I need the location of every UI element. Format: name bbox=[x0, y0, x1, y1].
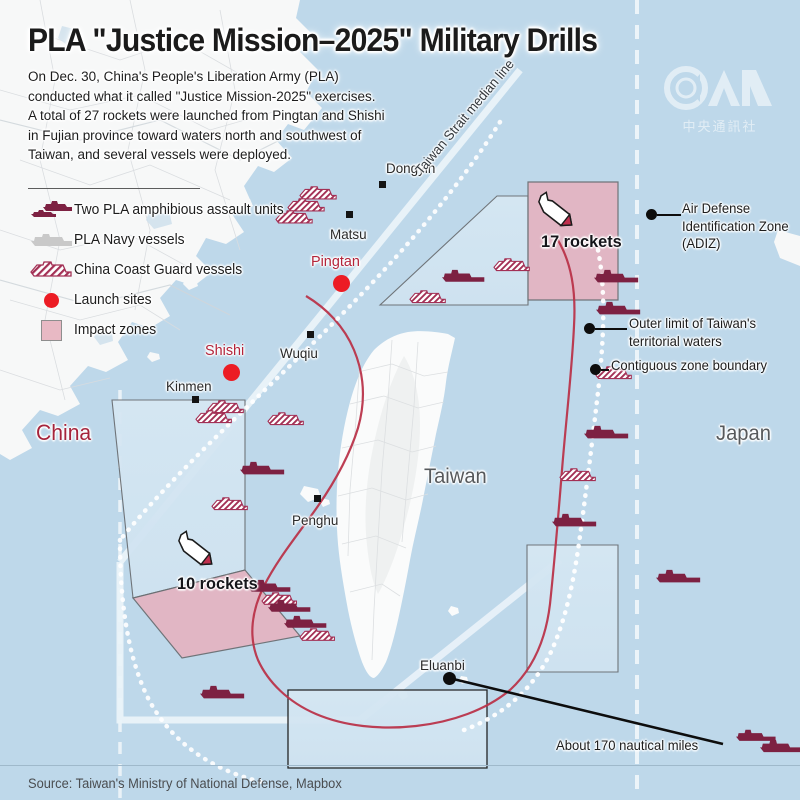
impact-zone-label-southwest: 10 rockets bbox=[177, 574, 258, 593]
place-marker-wuqiu bbox=[307, 331, 314, 338]
china-coastline bbox=[0, 0, 322, 460]
map-label-wuqiu: Wuqiu bbox=[280, 345, 318, 361]
legend-item-amphibious: Two PLA amphibious assault units bbox=[28, 196, 358, 224]
legend-label: Two PLA amphibious assault units bbox=[74, 202, 284, 218]
impact-zone-shapes bbox=[131, 181, 619, 659]
territorial-waters-line bbox=[251, 236, 576, 729]
legend: Two PLA amphibious assault units PLA Nav… bbox=[28, 196, 358, 346]
map-label-china: China bbox=[36, 420, 92, 445]
footer-divider bbox=[0, 765, 800, 766]
drill-zones bbox=[111, 195, 619, 769]
cna-logo-mark bbox=[664, 66, 772, 110]
map-label-kinmen: Kinmen bbox=[166, 378, 212, 394]
drill-zone-south bbox=[287, 689, 488, 769]
impact-zone-southwest bbox=[131, 569, 302, 659]
legend-label: Impact zones bbox=[74, 322, 157, 338]
cna-logo: 中央通訊社 bbox=[664, 66, 776, 135]
map-label-penghu: Penghu bbox=[292, 512, 339, 528]
territorial-waters-annotation-line: territorial waters bbox=[629, 333, 722, 349]
legend-item-launch-sites: Launch sites bbox=[28, 286, 358, 314]
legend-item-impact-zones: Impact zones bbox=[28, 316, 358, 344]
adiz-annotation-line: Air Defense bbox=[682, 201, 751, 216]
contiguous-zone-annotation: Contiguous zone boundary bbox=[611, 357, 767, 375]
map-label-dongyin: Dongyin bbox=[386, 160, 436, 176]
taiwan-central-range bbox=[365, 356, 420, 594]
legend-item-coast-guard: China Coast Guard vessels bbox=[28, 256, 358, 284]
distance-annotation-line: About 170 nautical miles bbox=[556, 738, 699, 753]
adiz-annotation: Air Defense Identification Zone (ADIZ) bbox=[682, 200, 789, 253]
coast-guard-vessel-icon bbox=[28, 261, 74, 279]
map-label-japan: Japan bbox=[716, 422, 771, 445]
legend-label: PLA Navy vessels bbox=[74, 232, 185, 248]
contiguous-zone-annotation-dot bbox=[590, 364, 601, 375]
navy-vessel-icon bbox=[28, 231, 74, 249]
place-marker-kinmen bbox=[192, 396, 199, 403]
distance-leader-line bbox=[448, 676, 724, 746]
launch-site-marker-pingtan bbox=[333, 275, 350, 292]
contiguous-zone-line bbox=[461, 247, 606, 733]
place-marker-matsu bbox=[346, 211, 353, 218]
territorial-waters-annotation-line: Outer limit of Taiwan's bbox=[629, 316, 757, 331]
japan-landmass bbox=[774, 230, 800, 266]
annotation-leader-lines bbox=[448, 214, 724, 746]
red-dot-icon bbox=[28, 292, 74, 308]
legend-label: China Coast Guard vessels bbox=[74, 262, 243, 278]
launch-site-marker-shishi bbox=[223, 364, 240, 381]
adiz-annotation-dot bbox=[646, 209, 657, 220]
contiguous-zone-line-northwest bbox=[117, 119, 503, 543]
adiz-annotation-line: Identification Zone bbox=[682, 218, 789, 234]
map-label-eluanbi: Eluanbi bbox=[420, 657, 465, 673]
map-label-pingtan: Pingtan bbox=[311, 253, 360, 270]
cna-logo-subtitle: 中央通訊社 bbox=[682, 120, 758, 135]
legend-divider bbox=[28, 188, 200, 189]
map-label-shishi: Shishi bbox=[205, 342, 245, 359]
rocket-icon bbox=[178, 530, 213, 566]
territorial-waters-annotation: Outer limit of Taiwan's territorial wate… bbox=[629, 315, 756, 350]
contiguous-zone-line-southwest bbox=[117, 537, 265, 785]
distance-annotation-dot bbox=[443, 672, 456, 685]
contiguous-zone-annotation-line: Contiguous zone boundary bbox=[611, 358, 767, 373]
impact-zone-swatch-icon bbox=[28, 319, 74, 341]
legend-item-navy: PLA Navy vessels bbox=[28, 226, 358, 254]
distance-annotation: About 170 nautical miles bbox=[556, 737, 698, 755]
territorial-waters-annotation-dot bbox=[584, 323, 595, 334]
adiz-annotation-line: (ADIZ) bbox=[682, 236, 721, 251]
place-marker-penghu bbox=[314, 495, 321, 502]
amphibious-assault-ship-icon bbox=[28, 199, 74, 221]
place-marker-dongyin bbox=[379, 181, 386, 188]
source-credit: Source: Taiwan's Ministry of National De… bbox=[28, 776, 342, 791]
rocket-icon bbox=[538, 191, 573, 227]
map-label-taiwan: Taiwan bbox=[424, 465, 487, 488]
map-label-matsu: Matsu bbox=[330, 226, 367, 242]
impact-zone-label-north: 17 rockets bbox=[541, 232, 622, 251]
drill-zone-east bbox=[526, 544, 619, 673]
legend-label: Launch sites bbox=[74, 292, 152, 308]
